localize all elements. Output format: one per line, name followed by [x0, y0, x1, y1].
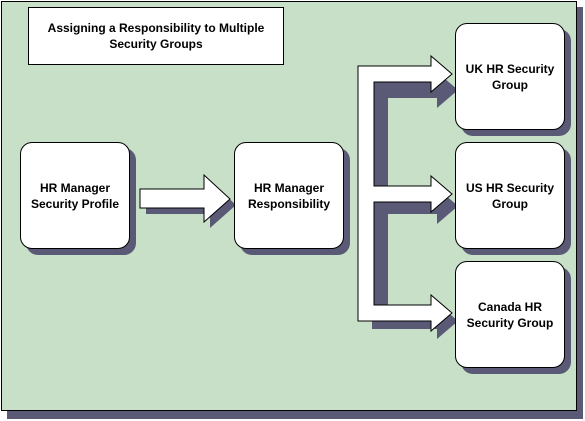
- arrow-responsibility-to-groups: [357, 54, 453, 333]
- arrow-profile-to-responsibility: [139, 173, 231, 224]
- diagram-title: Assigning a Responsibility to Multiple S…: [28, 7, 284, 65]
- node-hr-manager-security-profile: HR Manager Security Profile: [20, 142, 130, 249]
- node-canada-hr-security-group: Canada HR Security Group: [455, 261, 565, 368]
- node-us-hr-security-group: US HR Security Group: [455, 142, 565, 249]
- node-hr-manager-responsibility: HR Manager Responsibility: [234, 142, 344, 249]
- branch-arrow-shadow: [372, 72, 458, 339]
- node-uk-hr-security-group: UK HR Security Group: [455, 23, 565, 130]
